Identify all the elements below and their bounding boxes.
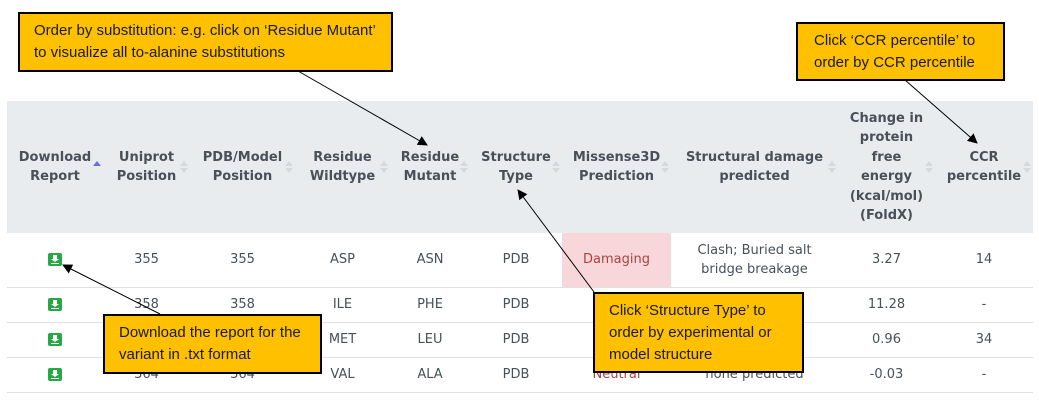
header-download-report[interactable]: Download Report	[7, 101, 103, 233]
mutant-cell: PHE	[390, 287, 470, 323]
header-label: Missense3D Prediction	[572, 149, 661, 185]
pdb-cell: 355	[190, 233, 295, 288]
header-residue-mutant[interactable]: Residue Mutant	[390, 101, 470, 233]
header-label: Structural damage predicted	[685, 149, 824, 185]
mutant-cell: ASN	[390, 233, 470, 288]
sort-icon[interactable]	[380, 160, 388, 174]
sort-icon[interactable]	[460, 160, 468, 174]
structure-cell: PDB	[470, 357, 562, 393]
foldx-cell: -0.03	[838, 357, 935, 393]
header-uniprot-position[interactable]: Uniprot Position	[103, 101, 190, 233]
sort-asc-icon[interactable]	[93, 160, 101, 174]
sort-icon[interactable]	[285, 160, 293, 174]
header-missense3d-prediction[interactable]: Missense3D Prediction	[562, 101, 671, 233]
sort-icon[interactable]	[828, 160, 836, 174]
mutant-cell: ALA	[390, 357, 470, 393]
table-row: 355 355 ASP ASN PDB Damaging Clash; Buri…	[7, 233, 1033, 288]
structure-cell: PDB	[470, 322, 562, 358]
header-label: CCR percentile	[946, 149, 1022, 185]
header-label: Change in protein free energy (kcal/mol)…	[849, 110, 924, 224]
prediction-cell: Damaging	[562, 233, 671, 288]
structure-cell: PDB	[470, 233, 562, 288]
header-pdb-model-position[interactable]: PDB/Model Position	[190, 101, 295, 233]
damage-cell: Clash; Buried salt bridge breakage	[671, 233, 838, 288]
structure-cell: PDB	[470, 287, 562, 323]
download-cell	[7, 322, 103, 358]
header-label: PDB/Model Position	[202, 149, 283, 185]
download-icon[interactable]	[48, 333, 62, 347]
annotation-structure: Click ‘Structure Type’ to order by exper…	[593, 292, 804, 373]
annotation-substitution: Order by substitution: e.g. click on ‘Re…	[18, 12, 393, 72]
header-label: Uniprot Position	[116, 149, 177, 185]
download-cell	[7, 357, 103, 393]
foldx-cell: 3.27	[838, 233, 935, 288]
annotation-ccr: Click ‘CCR percentile’ to order by CCR p…	[796, 22, 1005, 81]
download-icon[interactable]	[48, 368, 62, 382]
wildtype-cell: ASP	[295, 233, 390, 288]
download-icon[interactable]	[48, 253, 62, 267]
download-cell	[7, 287, 103, 323]
foldx-cell: 0.96	[838, 322, 935, 358]
download-cell	[7, 233, 103, 288]
ccr-cell: 34	[935, 322, 1033, 358]
ccr-cell: 14	[935, 233, 1033, 288]
ccr-cell: -	[935, 287, 1033, 323]
header-label: Download Report	[18, 149, 92, 185]
header-residue-wildtype[interactable]: Residue Wildtype	[295, 101, 390, 233]
foldx-cell: 11.28	[838, 287, 935, 323]
header-structure-type[interactable]: Structure Type	[470, 101, 562, 233]
header-label: Residue Mutant	[400, 149, 460, 185]
sort-icon[interactable]	[180, 160, 188, 174]
sort-icon[interactable]	[552, 160, 560, 174]
uniprot-cell: 355	[103, 233, 190, 288]
header-label: Structure Type	[481, 149, 551, 185]
header-row: Download Report Uniprot Position PDB/Mod…	[7, 101, 1033, 233]
annotation-download: Download the report for the variant in .…	[103, 314, 322, 374]
header-foldx-energy[interactable]: Change in protein free energy (kcal/mol)…	[838, 101, 935, 233]
header-ccr-percentile[interactable]: CCR percentile	[935, 101, 1033, 233]
ccr-cell: -	[935, 357, 1033, 393]
mutant-cell: LEU	[390, 322, 470, 358]
header-structural-damage[interactable]: Structural damage predicted	[671, 101, 838, 233]
download-icon[interactable]	[48, 298, 62, 312]
sort-icon[interactable]	[661, 160, 669, 174]
sort-icon[interactable]	[925, 160, 933, 174]
header-label: Residue Wildtype	[309, 149, 376, 185]
sort-icon[interactable]	[1023, 160, 1031, 174]
